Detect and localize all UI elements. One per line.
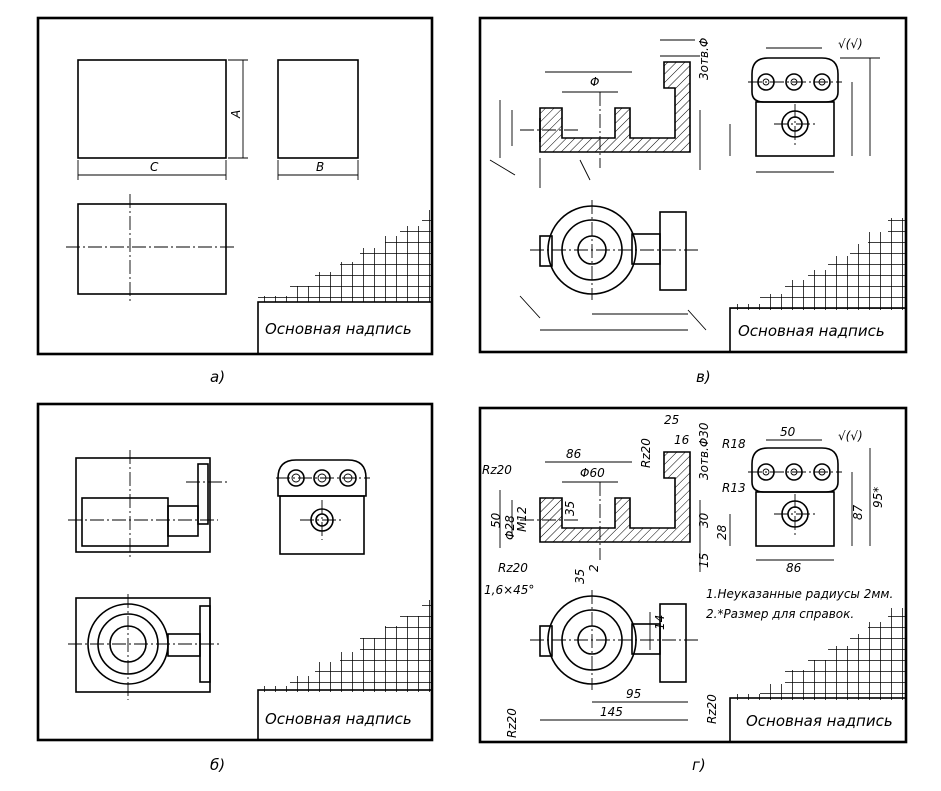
caption-g: г): [692, 756, 706, 774]
caption-b: б): [210, 756, 225, 774]
flange-view-v: [751, 57, 839, 103]
title-block-b: [257, 689, 433, 741]
panel-v: Φ 3отв.Φ √(√): [478, 16, 908, 354]
sheet-frame-b: [36, 402, 434, 742]
dim-16-g: 16: [674, 433, 690, 447]
dim-d86-g: 86: [566, 447, 582, 461]
dim-r13-g: R13: [722, 481, 746, 495]
dim-35b-g: 35: [573, 569, 587, 584]
rz20-a: Rz20: [639, 438, 653, 468]
top-view-outline: [77, 203, 227, 295]
chamfer-g: 1,6×45°: [484, 583, 534, 597]
caption-a: а): [210, 368, 225, 386]
title-block-label-b: Основная надпись: [265, 710, 412, 728]
dim-50-g: 50: [780, 425, 796, 439]
dim-a: A: [229, 110, 243, 119]
title-block-a: [257, 301, 433, 355]
dim-145-g: 145: [600, 705, 623, 719]
rz20-b: Rz20: [482, 463, 512, 477]
dim-30-g: 30: [697, 512, 711, 528]
dim-m12-g: M12: [515, 506, 529, 532]
grid-hatch-v: [730, 218, 906, 310]
note-2: 2.*Размер для справок.: [706, 607, 854, 621]
dim-d60-g: Φ60: [580, 466, 605, 480]
title-block-label-a: Основная надпись: [265, 320, 412, 338]
front-view-outline: [77, 59, 227, 159]
dim-r18-g: R18: [722, 437, 746, 451]
section-view-g: [539, 451, 691, 543]
rz20-c: Rz20: [498, 561, 528, 575]
dim-holes-v: 3отв.Φ: [697, 38, 711, 80]
title-block-label-v: Основная надпись: [738, 322, 885, 340]
title-block-v: [729, 307, 907, 353]
dim-2-g: 2: [587, 564, 601, 572]
rz20-e: Rz20: [705, 694, 719, 724]
roughness-symbol-g: √(√): [838, 429, 863, 443]
title-block-g: [729, 697, 907, 743]
sheet-frame-g: [478, 406, 908, 744]
sheet-frame-v: [478, 16, 908, 354]
section-view-v: [539, 61, 691, 153]
dim-87-g: 87: [851, 504, 865, 520]
front-view-b: [75, 457, 211, 553]
roughness-symbol-v: √(√): [838, 37, 863, 51]
panel-b: Основная надпись: [36, 402, 434, 742]
title-block-label-g: Основная надпись: [746, 712, 893, 730]
note-1: 1.Неуказанные радиусы 2мм.: [706, 587, 893, 601]
dim-95b-g: 95: [626, 687, 641, 701]
grid-hatch-b: [258, 600, 432, 692]
rz20-d: Rz20: [505, 708, 519, 738]
dim-phi-v: Φ: [590, 75, 599, 89]
dim-holes-g: 3отв.Φ30: [697, 422, 711, 480]
bore-outline: [81, 497, 169, 547]
dim-95-g: 95*: [871, 487, 885, 508]
dim-86-g: 86: [786, 561, 802, 575]
flange-view-g: [751, 447, 839, 493]
panel-g: 86 Φ60 25 16 3отв.Φ30 Rz20 Rz20 Rz20 Φ28…: [478, 406, 908, 744]
dim-28b-g: 28: [715, 524, 729, 540]
dim-d28-g: Φ28: [503, 515, 517, 540]
caption-v: в): [696, 368, 711, 386]
dim-c: C: [150, 160, 159, 174]
dim-50v-g: 50: [489, 512, 503, 528]
panel-a: C B A Основная надпись: [36, 16, 434, 356]
dim-b: B: [316, 160, 324, 174]
dim-15-g: 15: [697, 553, 711, 568]
dim-35-g: 35: [563, 501, 577, 516]
dim-25-g: 25: [664, 413, 679, 427]
side-view-outline: [277, 59, 359, 159]
sheet-frame-a: [36, 16, 434, 356]
top-view-b: [75, 597, 211, 693]
dim-14-g: 14: [653, 615, 667, 630]
grid-hatch-a: [258, 210, 432, 302]
